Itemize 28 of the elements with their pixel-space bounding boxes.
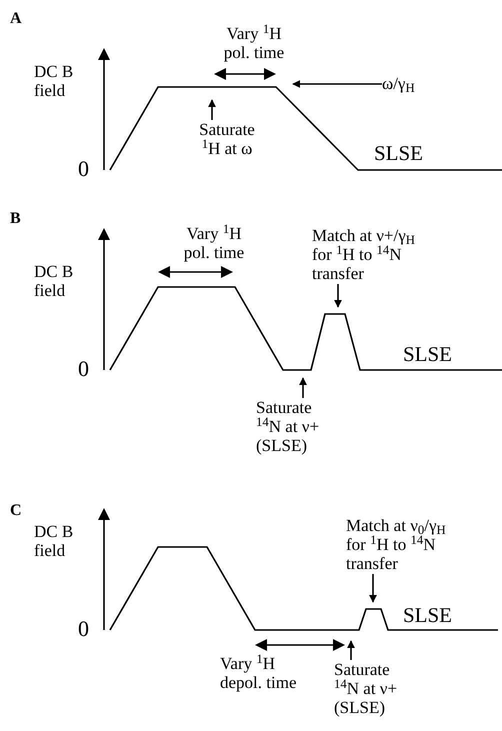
panel-letter: A [10, 10, 23, 28]
annotation-text: Match at ν$_{0}$/γ$_{H}$ for $^{1}$H to $^{14}$N transfer [346, 516, 447, 574]
arrow [369, 574, 377, 603]
axis-label: DC B field [34, 62, 74, 100]
arrow [347, 640, 355, 660]
panel-letter: C [10, 502, 23, 520]
annotation-text: Saturate $^{1}$H at ω [198, 120, 256, 158]
annotation-text: Saturate $^{14}$N at ν+ (SLSE) [256, 398, 320, 456]
axis-label: 0 [78, 617, 90, 642]
axis-label: 0 [78, 357, 90, 382]
axis-label: DC B field [34, 262, 74, 300]
panel-letter: B [10, 210, 22, 228]
axis-label: SLSE [403, 343, 454, 367]
axis-label: Vary $^{1}$H pol. time [222, 24, 286, 62]
axis-label: SLSE [374, 142, 424, 166]
annotation-text: ω/γ$_{H}$ [382, 74, 416, 94]
arrow [299, 377, 307, 398]
axis-label: Vary $^{1}$H depol. time [220, 654, 298, 692]
annotation-text: Match at ν+/γ$_{H}$ for $^{1}$H to $^{14}$N transfer [312, 226, 416, 284]
axis-label: DC B field [34, 522, 74, 560]
arrow [208, 99, 216, 120]
annotation-text: Saturate $^{14}$N at ν+ (SLSE) [334, 660, 398, 718]
axis-label: Vary $^{1}$H pol. time [182, 224, 246, 262]
arrow [292, 80, 382, 88]
field-waveform [109, 286, 502, 371]
axis-label: SLSE [403, 604, 454, 628]
arrow [334, 284, 342, 308]
axis-label: 0 [78, 157, 90, 182]
